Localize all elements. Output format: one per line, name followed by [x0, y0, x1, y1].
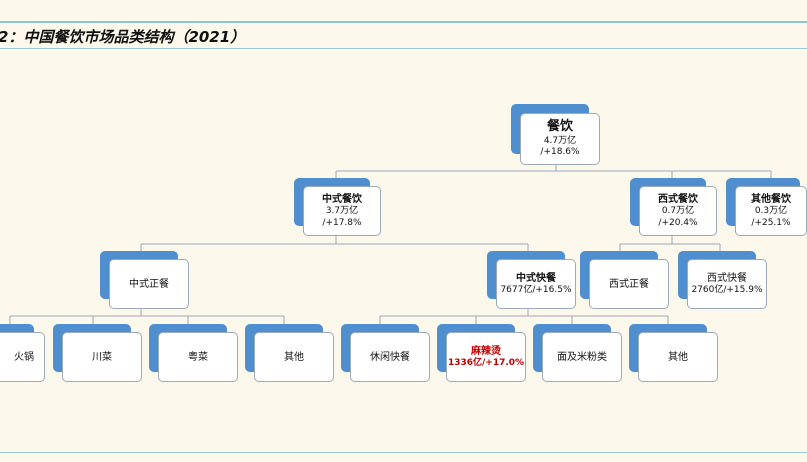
node-dining-growth: /+18.6% — [540, 147, 580, 158]
node-cantonese-name: 粤菜 — [188, 351, 208, 363]
node-other-dining-value: 0.3万亿 — [754, 205, 788, 216]
node-chinese-fast-name: 中式快餐 — [516, 272, 556, 284]
top-rule — [0, 21, 807, 23]
node-fast-other-name: 其他 — [668, 351, 688, 363]
node-western-formal-name: 西式正餐 — [609, 278, 649, 290]
figure-title: 2：中国餐饮市场品类结构（2021） — [0, 28, 246, 46]
header-rule — [0, 48, 807, 49]
node-chinese-dining-name: 中式餐饮 — [322, 193, 362, 205]
node-other-dining-name: 其他餐饮 — [751, 193, 791, 205]
node-dining-name: 餐饮 — [546, 118, 573, 134]
node-chinese-fast-value: 7677亿/+16.5% — [500, 284, 572, 295]
node-western-dining-value: 0.7万亿 — [661, 205, 695, 216]
node-western-dining-name: 西式餐饮 — [658, 193, 698, 205]
node-chinese-dining-growth: /+17.8% — [322, 217, 362, 228]
node-formal-other-name: 其他 — [284, 351, 304, 363]
node-sichuan-name: 川菜 — [92, 351, 112, 363]
node-leisure-fast-name: 休闲快餐 — [370, 351, 410, 363]
node-western-fast-name: 西式快餐 — [707, 272, 747, 284]
node-western-dining-growth: /+20.4% — [658, 217, 698, 228]
bottom-rule — [0, 452, 807, 453]
node-hotpot-name: 火锅 — [14, 351, 34, 363]
node-dining-value: 4.7万亿 — [543, 135, 577, 146]
node-malatang-value: 1336亿/+17.0% — [447, 357, 525, 368]
node-chinese-dining-value: 3.7万亿 — [325, 205, 359, 216]
node-noodles-name: 面及米粉类 — [557, 351, 607, 363]
node-western-fast-value: 2760亿/+15.9% — [691, 284, 763, 295]
node-malatang-name: 麻辣烫 — [471, 345, 501, 357]
node-chinese-formal-name: 中式正餐 — [129, 278, 169, 290]
node-other-dining-growth: /+25.1% — [751, 217, 791, 228]
